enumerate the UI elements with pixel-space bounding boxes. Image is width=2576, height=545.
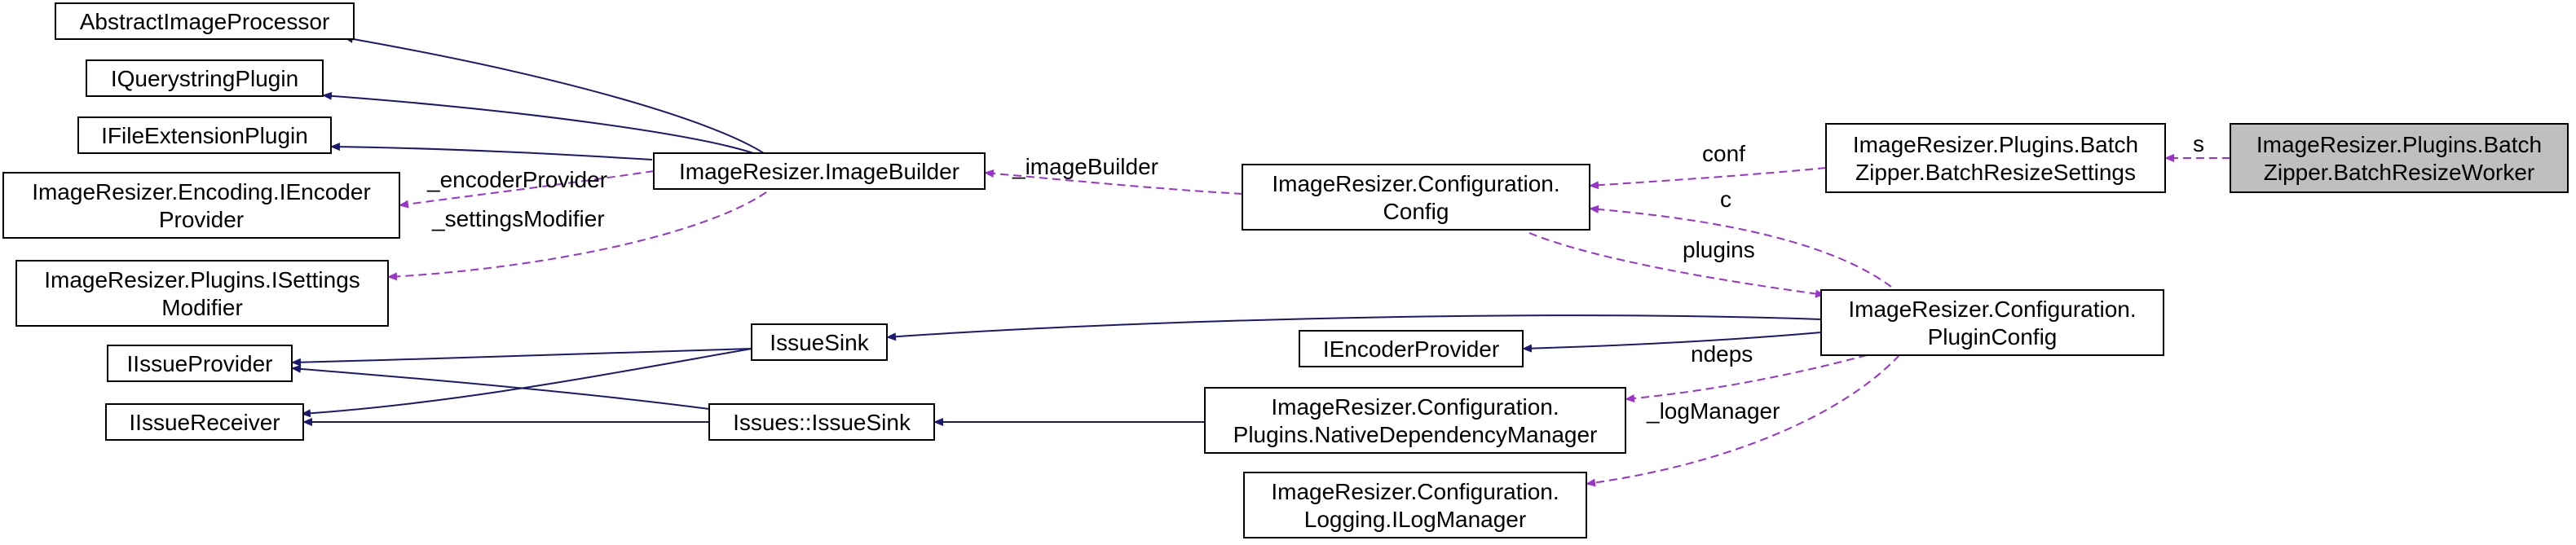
node-label-line: PluginConfig xyxy=(1928,324,2058,349)
svg-text:IIssueReceiver: IIssueReceiver xyxy=(129,410,280,435)
class-node-plugin-config[interactable]: ImageResizer.Configuration.PluginConfig xyxy=(1820,289,2164,356)
svg-text:ImageResizer.Configuration.Log: ImageResizer.Configuration. Logging.ILogM… xyxy=(1271,479,1559,532)
class-node-iencoder-provider[interactable]: IEncoderProvider xyxy=(1299,330,1524,367)
node-label-line: IIssueProvider xyxy=(127,351,273,376)
class-node-ifile-extension-plugin[interactable]: IFileExtensionPlugin xyxy=(77,116,332,154)
node-label-line: ImageResizer.Plugins.Batch xyxy=(1853,132,2138,157)
node-label-line: Config xyxy=(1383,199,1449,224)
edge-imagebuilder-ifileext xyxy=(330,143,653,160)
class-node-iissue-receiver[interactable]: IIssueReceiver xyxy=(105,403,304,441)
svg-text:ImageResizer.Configuration.Plu: ImageResizer.Configuration.PluginConfig xyxy=(1848,297,2136,349)
edges xyxy=(291,34,2231,487)
node-label-line: Provider xyxy=(159,207,244,232)
node-label-line: Plugins.NativeDependencyManager xyxy=(1233,422,1598,447)
svg-text:AbstractImageProcessor: AbstractImageProcessor xyxy=(80,9,330,34)
svg-text:IQuerystringPlugin: IQuerystringPlugin xyxy=(111,66,298,91)
edge-label-log-manager: _logManager xyxy=(1646,398,1780,424)
node-label-line: Zipper.BatchResizeSettings xyxy=(1855,160,2136,185)
node-label-line: ImageResizer.Configuration. xyxy=(1272,171,1559,196)
edge-config-pluginconfig xyxy=(1528,232,1825,298)
edge-label-ndeps: ndeps xyxy=(1691,341,1753,367)
class-node-iissue-provider[interactable]: IIssueProvider xyxy=(107,345,293,382)
edge-pluginconfig-iencoderprovider xyxy=(1522,332,1822,353)
node-label-line: IFileExtensionPlugin xyxy=(101,123,308,148)
svg-text:IFileExtensionPlugin: IFileExtensionPlugin xyxy=(101,123,308,148)
node-label-line: IssueSink xyxy=(770,330,869,355)
edge-issuesink-iissueprovider xyxy=(291,348,752,367)
class-node-issues-issue-sink[interactable]: Issues::IssueSink xyxy=(708,403,935,441)
node-label-line: IQuerystringPlugin xyxy=(111,66,298,91)
edge-issuessink-iissueprovider xyxy=(291,364,710,410)
edge-pluginconfig-nativedep xyxy=(1625,354,1868,402)
edge-imagebuilder-settingsmodifier xyxy=(387,191,767,281)
edge-imagebuilder-encoderprovider xyxy=(399,170,655,209)
edge-batchsettings-config xyxy=(1589,167,1827,190)
edge-config-imagebuilder xyxy=(984,169,1243,195)
svg-text:ImageResizer.Encoding.IEncoder: ImageResizer.Encoding.IEncoderProvider xyxy=(32,179,371,232)
node-label-line: ImageResizer.Encoding.IEncoder xyxy=(32,179,371,204)
node-label-line: IEncoderProvider xyxy=(1323,336,1499,362)
class-node-iquerystring-plugin[interactable]: IQuerystringPlugin xyxy=(86,59,324,97)
node-label-line: ImageResizer.ImageBuilder xyxy=(679,159,959,184)
svg-text:ImageResizer.Configuration.Plu: ImageResizer.Configuration.Plugins.Nativ… xyxy=(1233,394,1598,447)
node-label-line: ImageResizer.Configuration. xyxy=(1271,394,1559,420)
node-label-line: ImageResizer.Configuration. xyxy=(1271,479,1559,504)
node-label-line: ImageResizer.Plugins.Batch xyxy=(2256,132,2542,157)
edge-pluginconfig-config xyxy=(1589,204,1892,288)
svg-text:IssueSink: IssueSink xyxy=(770,330,869,355)
node-label-line: Issues::IssueSink xyxy=(733,410,911,435)
class-node-issue-sink[interactable]: IssueSink xyxy=(751,323,888,361)
class-node-logging-ilog-manager[interactable]: ImageResizer.Configuration. Logging.ILogM… xyxy=(1243,472,1587,538)
edge-pluginconfig-issuesink xyxy=(886,314,1822,341)
edge-issuesink-iissuereceiver xyxy=(301,348,752,418)
node-label-line: Modifier xyxy=(161,295,243,320)
svg-text:ImageResizer.Configuration.Con: ImageResizer.Configuration. Config xyxy=(1272,171,1559,224)
edge-label-s: s xyxy=(2193,131,2204,156)
node-label-line: Zipper.BatchResizeWorker xyxy=(2264,160,2535,185)
node-label-line: Logging.ILogManager xyxy=(1304,507,1526,532)
node-label-line: AbstractImageProcessor xyxy=(80,9,330,34)
svg-text:ImageResizer.ImageBuilder: ImageResizer.ImageBuilder xyxy=(679,159,959,184)
edge-label-encoder-provider: _encoderProvider xyxy=(426,167,607,192)
edge-imagebuilder-abstract xyxy=(343,34,767,156)
class-node-image-builder[interactable]: ImageResizer.ImageBuilder xyxy=(653,152,986,190)
edge-pluginconfig-ilogmanager xyxy=(1586,354,1900,487)
svg-text:IIssueProvider: IIssueProvider xyxy=(127,351,273,376)
class-node-native-dependency-manager[interactable]: ImageResizer.Configuration.Plugins.Nativ… xyxy=(1204,387,1626,454)
edge-imagebuilder-iquery xyxy=(322,91,759,156)
svg-text:IEncoderProvider: IEncoderProvider xyxy=(1323,336,1499,362)
edge-label-c: c xyxy=(1720,187,1731,212)
class-node-configuration-config[interactable]: ImageResizer.Configuration. Config xyxy=(1242,164,1590,231)
edge-label-settings-modifier: _settingsModifier xyxy=(431,206,605,231)
svg-text:Issues::IssueSink: Issues::IssueSink xyxy=(733,410,911,435)
edge-label-conf: conf xyxy=(1702,141,1745,166)
edge-label-image-builder: _imageBuilder xyxy=(1012,154,1158,179)
node-label-line: IIssueReceiver xyxy=(129,410,280,435)
node-label-line: ImageResizer.Configuration. xyxy=(1848,297,2136,322)
edge-labels: _encoderProvider _settingsModifier _imag… xyxy=(426,131,2204,424)
edge-label-plugins: plugins xyxy=(1683,237,1755,262)
class-node-abstract-image-processor[interactable]: AbstractImageProcessor xyxy=(55,2,355,40)
node-label-line: ImageResizer.Plugins.ISettings xyxy=(44,267,360,292)
